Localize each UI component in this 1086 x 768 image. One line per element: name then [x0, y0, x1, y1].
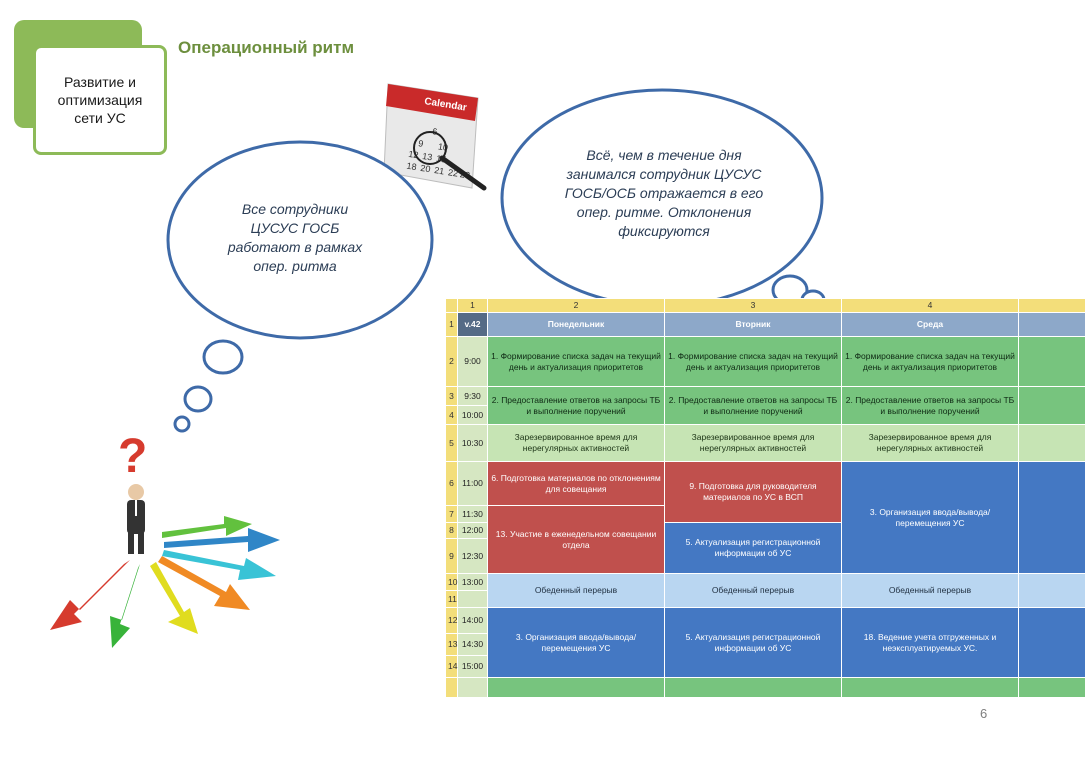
row-number: 11 [445, 590, 458, 608]
blue-arrow-icon [164, 528, 280, 552]
col-number: 1 [457, 298, 488, 313]
row-number: 7 [445, 505, 458, 523]
schedule-table-container: 1 2 3 4 1 v.42 Понедельник Вторник Среда… [445, 298, 1086, 698]
schedule-cell: 3. Организация ввода/вывода/перемещения … [487, 607, 665, 678]
row-number: 8 [445, 522, 458, 539]
schedule-cell: 2. Предоставление ответов на запросы ТБ … [487, 386, 665, 425]
schedule-cell: Зарезервированное время для нерегулярных… [841, 424, 1019, 462]
version-label: v.42 [457, 312, 488, 337]
schedule-cell: Зарезервированное время для нерегулярных… [664, 424, 842, 462]
calendar-num: 12 [408, 149, 419, 160]
row-number: 12 [445, 607, 458, 634]
left-cloud-bubble [173, 415, 191, 433]
schedule-cell: 5. Актуализация регистрационной информац… [664, 607, 842, 678]
day-header-wednesday: Среда [841, 312, 1019, 337]
col-number: 4 [841, 298, 1019, 313]
decision-arrows-illustration: ? [50, 430, 280, 648]
schedule-cell: Обеденный перерыв [487, 573, 665, 608]
time-cell: 12:30 [457, 538, 488, 574]
schedule-cell: 2. Предоставление ответов на запросы ТБ … [664, 386, 842, 425]
schedule-cell: 6. Подготовка материалов по отклонениям … [487, 461, 665, 506]
time-cell: 9:30 [457, 386, 488, 406]
time-cell: 11:30 [457, 505, 488, 523]
row-number: 9 [445, 538, 458, 574]
time-cell: 15:00 [457, 655, 488, 678]
calendar-num: 9 [418, 138, 425, 149]
calendar-num: 20 [420, 163, 431, 174]
lightgreen-arrow-icon [162, 516, 252, 538]
row-number: 1 [445, 312, 458, 337]
right-cloud-text: Всё, чем в течение дня занимался сотрудн… [564, 147, 764, 239]
person-icon [127, 484, 145, 554]
schedule-cell: 13. Участие в еженедельном совещании отд… [487, 505, 665, 574]
schedule-cell: 2. Предоставление ответов на запросы ТБ … [841, 386, 1019, 425]
green-arrow-icon [110, 564, 140, 648]
orange-arrow-icon [158, 556, 250, 610]
row-number: 4 [445, 405, 458, 425]
time-cell: 10:30 [457, 424, 488, 462]
row-number: 3 [445, 386, 458, 406]
calendar-icon: Calendar 6 9 12 13 10 15 18 20 21 22 23 [383, 83, 487, 191]
schedule-cell: 9. Подготовка для руководителя материало… [664, 461, 842, 523]
schedule-cell: Обеденный перерыв [664, 573, 842, 608]
thought-clouds [166, 88, 826, 433]
left-cloud-bubble [202, 339, 244, 375]
red-arrow-icon [50, 560, 130, 630]
time-cell: 10:00 [457, 405, 488, 425]
row-number: 2 [445, 336, 458, 387]
schedule-cell: 1. Формирование списка задач на текущий … [487, 336, 665, 387]
slide-title: Операционный ритм [178, 38, 355, 57]
left-cloud-text: Все сотрудники ЦУСУС ГОСБ работают в рам… [227, 201, 363, 274]
schedule-cell: Обеденный перерыв [841, 573, 1019, 608]
time-cell: 14:00 [457, 607, 488, 634]
schedule-cell: 1. Формирование списка задач на текущий … [841, 336, 1019, 387]
time-cell: 9:00 [457, 336, 488, 387]
calendar-num: 21 [434, 165, 445, 176]
schedule-table: 1 2 3 4 1 v.42 Понедельник Вторник Среда… [445, 298, 1086, 698]
calendar-num: 18 [406, 161, 417, 172]
calendar-num: 6 [432, 126, 439, 137]
cyan-arrow-icon [162, 550, 276, 580]
schedule-cell: Зарезервированное время для нерегулярных… [487, 424, 665, 462]
time-cell: 11:00 [457, 461, 488, 506]
calendar-num: 10 [437, 141, 448, 152]
schedule-cell: 1. Формирование списка задач на текущий … [664, 336, 842, 387]
time-cell: 14:30 [457, 633, 488, 656]
yellow-arrow-icon [150, 562, 198, 634]
row-number: 5 [445, 424, 458, 462]
time-cell: 13:00 [457, 573, 488, 591]
schedule-cell: 18. Ведение учета отгруженных и неэксплу… [841, 607, 1019, 678]
section-label-box: Развитие и оптимизация сети УС [33, 45, 167, 155]
row-number: 6 [445, 461, 458, 506]
page-number: 6 [980, 706, 988, 721]
row-number: 10 [445, 573, 458, 591]
time-cell: 12:00 [457, 522, 488, 539]
left-cloud [166, 140, 434, 340]
schedule-cell: 5. Актуализация регистрационной информац… [664, 522, 842, 574]
question-mark: ? [118, 430, 147, 483]
left-cloud-bubble [183, 385, 213, 413]
schedule-cell: 3. Организация ввода/вывода/перемещения … [841, 461, 1019, 574]
row-number: 13 [445, 633, 458, 656]
calendar-num: 13 [422, 151, 433, 162]
row-number: 14 [445, 655, 458, 678]
table-corner [445, 298, 458, 313]
day-header-tuesday: Вторник [664, 312, 842, 337]
section-label: Развитие и оптимизация сети УС [57, 74, 143, 126]
day-header-monday: Понедельник [487, 312, 665, 337]
col-number: 2 [487, 298, 665, 313]
calendar-num: 22 [447, 167, 458, 178]
col-number: 3 [664, 298, 842, 313]
